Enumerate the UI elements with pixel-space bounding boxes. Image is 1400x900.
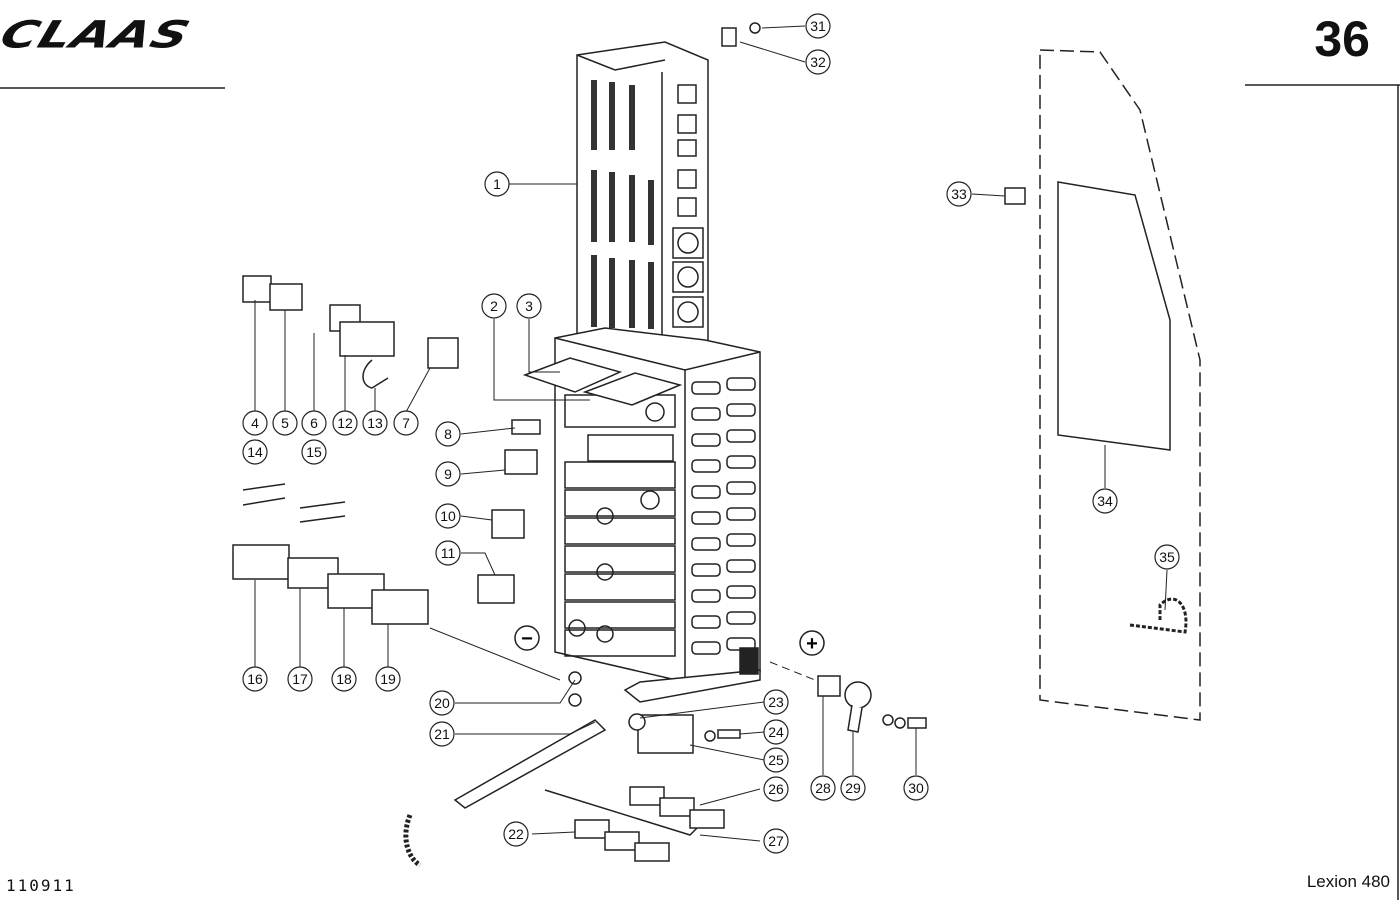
callout-33: 33 [946,181,972,207]
callout-29: 29 [840,775,866,801]
model-name: Lexion 480 [1306,872,1390,891]
svg-text:33: 33 [951,186,967,202]
page-number: 36 [1314,11,1370,67]
svg-text:21: 21 [434,726,450,742]
callout-31: 31 [805,13,831,39]
callout-35: 35 [1154,544,1180,570]
callout-25: 25 [763,747,789,773]
svg-text:28: 28 [815,780,831,796]
leader-lines [254,25,1168,842]
callout-26: 26 [763,776,789,802]
svg-text:3: 3 [525,298,533,314]
svg-text:9: 9 [444,466,452,482]
svg-text:12: 12 [337,415,353,431]
svg-text:27: 27 [768,833,784,849]
plus-symbol: + [806,633,818,655]
callout-27: 27 [763,828,789,854]
relays-small [242,275,459,389]
callout-4: 4 [242,410,268,436]
svg-text:34: 34 [1097,493,1113,509]
svg-text:32: 32 [810,54,826,70]
svg-text:17: 17 [292,671,308,687]
callout-30: 30 [903,775,929,801]
callout-12: 12 [332,410,358,436]
callout-20: 20 [429,690,455,716]
callout-3: 3 [516,293,542,319]
callout-14: 14 [242,439,268,465]
svg-text:29: 29 [845,780,861,796]
svg-text:19: 19 [380,671,396,687]
relays-large [232,544,429,625]
svg-text:6: 6 [310,415,318,431]
svg-text:11: 11 [441,545,456,561]
svg-text:25: 25 [768,752,784,768]
polarity-markers [514,625,825,656]
callout-32: 32 [805,49,831,75]
control-unit-upper [576,41,709,351]
svg-text:23: 23 [768,694,784,710]
callouts: 1 2 3 4 5 6 7 8 9 10 11 12 13 14 15 16 1… [242,13,1180,854]
minus-marker [514,625,540,651]
callout-10: 10 [435,503,461,529]
svg-text:18: 18 [336,671,352,687]
svg-text:13: 13 [367,415,383,431]
svg-text:2: 2 [490,298,498,314]
svg-text:15: 15 [306,444,322,460]
svg-text:35: 35 [1159,549,1175,565]
callout-1: 1 [484,171,510,197]
plus-marker [799,630,825,656]
callout-7: 7 [393,410,419,436]
callout-18: 18 [331,666,357,692]
fuse-covers [522,357,683,406]
svg-text:1: 1 [493,176,501,192]
terminal-parts [704,22,1026,742]
callout-34: 34 [1092,488,1118,514]
svg-text:14: 14 [247,444,263,460]
svg-text:5: 5 [281,415,289,431]
svg-text:31: 31 [810,18,826,34]
callout-17: 17 [287,666,313,692]
callout-23: 23 [763,689,789,715]
fuse-relay-box [554,327,761,703]
callout-28: 28 [810,775,836,801]
svg-text:16: 16 [247,671,263,687]
svg-text:24: 24 [768,724,784,740]
callout-15: 15 [301,439,327,465]
svg-text:7: 7 [402,415,410,431]
callout-13: 13 [362,410,388,436]
svg-text:22: 22 [508,826,524,842]
drawing-number: 110911 [6,876,76,895]
callout-6: 6 [301,410,327,436]
callout-24: 24 [763,719,789,745]
callout-11: 11 [435,540,461,566]
callout-21: 21 [429,721,455,747]
callout-8: 8 [435,421,461,447]
svg-text:4: 4 [251,415,259,431]
svg-text:20: 20 [434,695,450,711]
links-14-15 [242,483,346,523]
page-frame [0,84,1400,900]
side-panel [1039,49,1201,721]
callout-19: 19 [375,666,401,692]
svg-text:10: 10 [440,508,456,524]
callout-22: 22 [503,821,529,847]
svg-text:8: 8 [444,426,452,442]
callout-9: 9 [435,461,461,487]
switches [477,419,541,604]
ground-strap [403,671,725,868]
callout-2: 2 [481,293,507,319]
callout-5: 5 [272,410,298,436]
svg-text:30: 30 [908,780,924,796]
callout-16: 16 [242,666,268,692]
minus-symbol: − [521,628,533,650]
svg-text:26: 26 [768,781,784,797]
